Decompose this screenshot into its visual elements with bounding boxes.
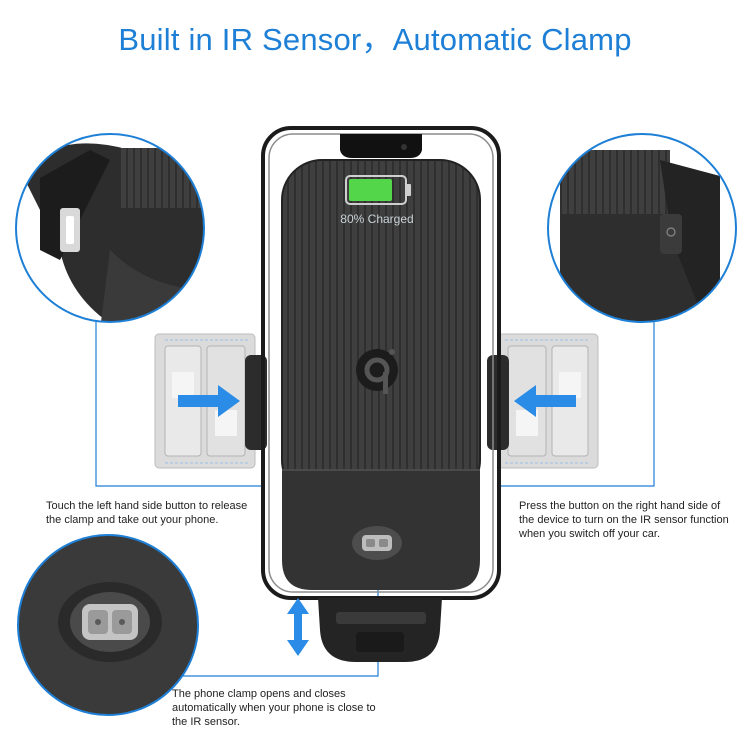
qi-logo-icon bbox=[356, 349, 398, 394]
clamp-arrow-right-icon bbox=[514, 385, 576, 417]
battery-icon bbox=[345, 175, 411, 205]
right-button-detail bbox=[547, 133, 737, 323]
ir-sensor-icon bbox=[352, 526, 402, 560]
right-button-description: Press the button on the right hand side … bbox=[519, 500, 729, 540]
mount-stand bbox=[318, 598, 442, 662]
left-button-description: Touch the left hand side button to relea… bbox=[46, 500, 248, 526]
right-vent-clip bbox=[497, 333, 599, 469]
height-adjust-arrow-icon bbox=[287, 598, 309, 656]
clamp-arrow-left-icon bbox=[178, 385, 240, 417]
ir-sensor-description: The phone clamp opens and closes automat… bbox=[172, 688, 376, 728]
left-button-detail bbox=[15, 133, 205, 323]
page-title: Built in IR Sensor，Automatic Clamp bbox=[118, 22, 632, 57]
ir-sensor-detail bbox=[17, 534, 199, 716]
battery-status-label: 80% Charged bbox=[340, 212, 414, 226]
